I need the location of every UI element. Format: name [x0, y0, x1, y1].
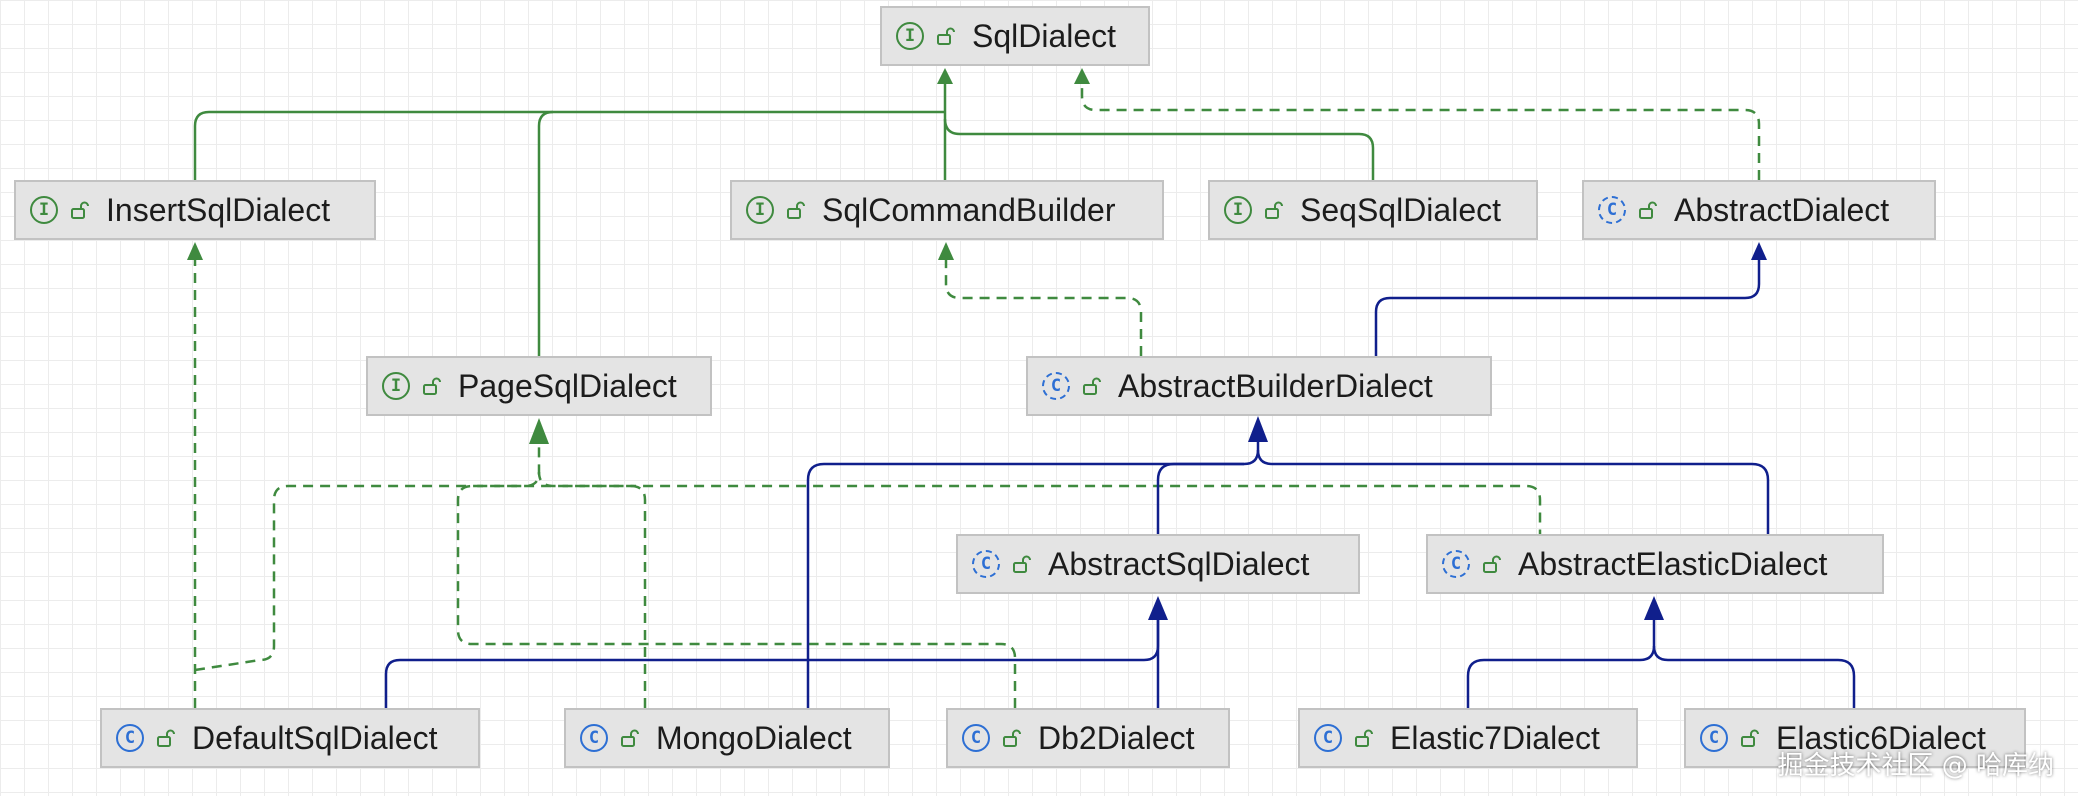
class-icon: C [1700, 724, 1728, 752]
class-icon: C [580, 724, 608, 752]
node-sqlcommandbuilder[interactable]: I SqlCommandBuilder [730, 180, 1164, 240]
arrowhead-sqldialect [937, 68, 953, 84]
node-label: AbstractBuilderDialect [1118, 367, 1433, 404]
unlock-icon [157, 729, 175, 747]
node-defaultsqldialect[interactable]: C DefaultSqlDialect [100, 708, 480, 768]
edge-insertsqldialect-to-sqldialect [193, 110, 945, 180]
edge-pagesqldialect-to-sqldialect [537, 110, 554, 356]
edge-abstractelasticdialect-to-abstractbuilderdialect [1256, 449, 1770, 534]
unlock-icon [1355, 729, 1373, 747]
class-icon: C [116, 724, 144, 752]
node-label: Elastic7Dialect [1390, 719, 1600, 756]
node-label: DefaultSqlDialect [192, 719, 438, 756]
edge-abstractdialect-to-sqldialect [1080, 84, 1761, 180]
node-elastic6dialect[interactable]: C Elastic6Dialect [1684, 708, 2026, 768]
node-label: SqlDialect [972, 17, 1117, 54]
node-insertsqldialect[interactable]: I InsertSqlDialect [14, 180, 376, 240]
interface-icon: I [30, 196, 58, 224]
class-icon: C [962, 724, 990, 752]
unlock-icon [1741, 729, 1759, 747]
unlock-icon [1483, 555, 1501, 573]
node-label: InsertSqlDialect [106, 191, 331, 228]
node-sqldialect[interactable]: I SqlDialect [880, 6, 1150, 66]
unlock-icon [1083, 377, 1101, 395]
watermark: 掘金技术社区 @ 哈库纳 [1777, 751, 2054, 781]
interface-icon: I [746, 196, 774, 224]
unlock-icon [787, 201, 805, 219]
node-label: AbstractSqlDialect [1048, 545, 1310, 582]
node-abstractdialect[interactable]: C AbstractDialect [1582, 180, 1936, 240]
unlock-icon [423, 377, 441, 395]
node-abstractelasticdialect[interactable]: C AbstractElasticDialect [1426, 534, 1884, 594]
arrowhead-abstractsqldialect [1148, 596, 1168, 620]
class-icon: C [1042, 372, 1070, 400]
edge-mongodialect-to-abstractbuilderdialect [806, 462, 1244, 708]
edge-abstractbuilderdialect-to-sqlcommandbuilder [944, 260, 1143, 356]
unlock-icon [621, 729, 639, 747]
node-abstractsqldialect[interactable]: C AbstractSqlDialect [956, 534, 1360, 594]
node-label: Db2Dialect [1038, 719, 1195, 756]
unlock-icon [71, 201, 89, 219]
edge-mongodialect-to-pagesqldialect [537, 471, 647, 708]
node-label: MongoDialect [656, 719, 852, 756]
edge-seqsqldialect-to-sqldialect [943, 118, 1375, 180]
node-elastic7dialect[interactable]: C Elastic7Dialect [1298, 708, 1638, 768]
unlock-icon [1265, 201, 1283, 219]
node-label: AbstractDialect [1674, 191, 1890, 228]
node-mongodialect[interactable]: C MongoDialect [564, 708, 890, 768]
edge-defaultsqldialect-to-abstractsqldialect [384, 614, 1160, 708]
node-pagesqldialect[interactable]: I PageSqlDialect [366, 356, 712, 416]
arrowhead-insertsqldialect [187, 242, 203, 260]
unlock-icon [1639, 201, 1657, 219]
arrowhead-abstractbuilderdialect [1248, 416, 1268, 442]
unlock-icon [937, 27, 955, 45]
class-icon: C [1314, 724, 1342, 752]
node-label: PageSqlDialect [458, 367, 677, 404]
class-icon: C [1598, 196, 1626, 224]
edge-defaultsqldialect-to-pagesqldialect [194, 484, 1542, 672]
node-db2dialect[interactable]: C Db2Dialect [946, 708, 1230, 768]
arrowhead-pagesqldialect [529, 418, 549, 444]
node-label: Elastic6Dialect [1776, 719, 1986, 756]
class-icon: C [1442, 550, 1470, 578]
edge-elastic7dialect-to-abstractelasticdialect [1466, 614, 1656, 708]
class-icon: C [972, 550, 1000, 578]
unlock-icon [1013, 555, 1031, 573]
arrowhead-abstractelasticdialect [1644, 596, 1664, 620]
arrowhead-abstractdialect [1751, 242, 1767, 260]
node-abstractbuilderdialect[interactable]: C AbstractBuilderDialect [1026, 356, 1492, 416]
arrowhead-sqlcommandbuilder [938, 242, 954, 260]
edge-db2dialect-to-pagesqldialect [456, 444, 1017, 708]
arrowhead-sqldialect-dashed [1074, 68, 1090, 84]
node-label: SqlCommandBuilder [822, 191, 1116, 228]
node-seqsqldialect[interactable]: I SeqSqlDialect [1208, 180, 1538, 240]
edge-abstractbuilderdialect-to-abstractdialect [1374, 260, 1761, 356]
unlock-icon [1003, 729, 1021, 747]
node-label: AbstractElasticDialect [1518, 545, 1828, 582]
edge-elastic6dialect-to-abstractelasticdialect [1652, 645, 1856, 708]
interface-icon: I [382, 372, 410, 400]
node-label: SeqSqlDialect [1300, 191, 1501, 228]
interface-icon: I [896, 22, 924, 50]
interface-icon: I [1224, 196, 1252, 224]
